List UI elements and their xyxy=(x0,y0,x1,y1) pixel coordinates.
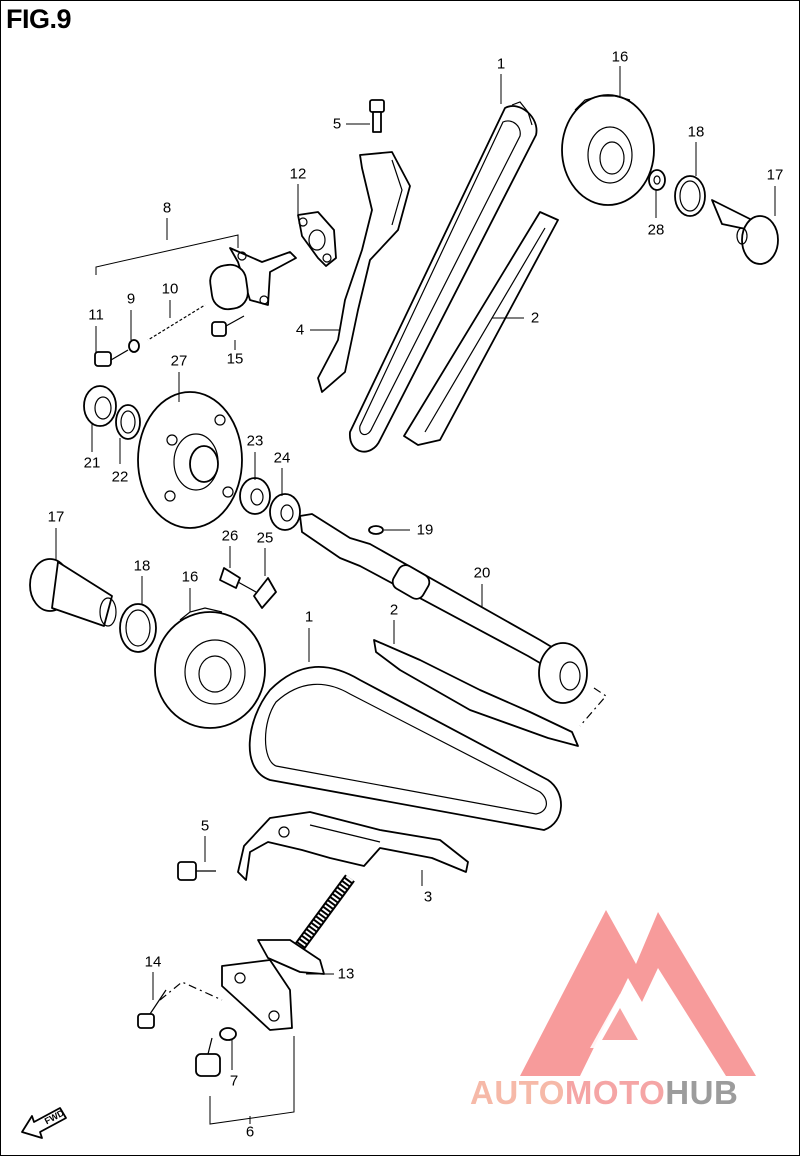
callout-washer-9: 9 xyxy=(126,290,136,308)
chain-guide-lower xyxy=(373,639,579,747)
callout-gasket-lower: 13 xyxy=(337,965,355,983)
tensioner-slipper-lower xyxy=(237,811,469,881)
leader-lines xyxy=(55,66,776,1070)
callout-chain-upper: 1 xyxy=(496,55,506,73)
screw-26 xyxy=(219,567,257,593)
cam-chain-lower xyxy=(248,665,562,831)
bolt-lower xyxy=(177,836,216,881)
callout-bolt-15: 15 xyxy=(226,350,244,368)
callout-adjuster-upper: 8 xyxy=(162,199,172,217)
callout-oring-lower: 18 xyxy=(133,557,151,575)
watermark-logo-icon xyxy=(520,910,756,1076)
callout-bolt-lower: 5 xyxy=(200,817,210,835)
callout-oring-upper: 18 xyxy=(687,123,705,141)
figure-title: FIG.9 xyxy=(6,4,72,34)
callout-washer-28: 28 xyxy=(647,221,665,239)
cam-chain-upper xyxy=(349,101,538,453)
bolt-11 xyxy=(94,349,129,367)
callout-bolt-14: 14 xyxy=(144,953,162,971)
shaft-center-line xyxy=(579,687,607,727)
bearing-24 xyxy=(269,493,301,531)
callout-bearing-23: 23 xyxy=(246,432,264,450)
tensioner-adjuster-lower xyxy=(221,959,293,1031)
callout-stopper: 25 xyxy=(256,529,274,547)
washer-28 xyxy=(648,169,666,191)
callout-seal: 21 xyxy=(83,454,101,472)
callout-slipper-lower: 3 xyxy=(423,888,433,906)
callout-bearing-24: 24 xyxy=(273,449,291,467)
washer-9 xyxy=(128,339,140,353)
cam-sprocket-upper xyxy=(561,94,655,206)
cam-cap-upper xyxy=(711,199,779,265)
bracket-6 xyxy=(209,1036,295,1125)
fwd-arrow-icon xyxy=(21,1107,67,1139)
callout-bolt-upper: 5 xyxy=(332,115,342,133)
callout-ring-22: 22 xyxy=(111,468,129,486)
tensioner-spring xyxy=(147,304,206,341)
bolt-upper xyxy=(346,99,385,133)
callout-bolt-11: 11 xyxy=(88,306,104,324)
callout-gasket: 12 xyxy=(289,165,307,183)
chain-guide-upper xyxy=(403,211,559,446)
bearing-23 xyxy=(239,477,271,515)
callout-sprocket-lower: 16 xyxy=(181,568,199,586)
stopper-25 xyxy=(253,577,277,609)
callout-sprocket-upper: 16 xyxy=(611,48,629,66)
callout-spring: 10 xyxy=(161,280,179,298)
idler-shaft xyxy=(299,513,588,704)
washer-7 xyxy=(219,1027,237,1041)
callout-key: 19 xyxy=(416,521,434,539)
bracket-8 xyxy=(95,234,239,275)
callout-slipper-upper: 4 xyxy=(295,321,305,339)
bolt-15 xyxy=(211,315,245,337)
key-19 xyxy=(368,525,384,535)
callout-adjuster-lower: 6 xyxy=(245,1123,255,1141)
idler-gear xyxy=(137,391,243,529)
ring-22 xyxy=(115,404,141,440)
cam-cap-lower xyxy=(29,558,117,627)
tensioner-rod-lower xyxy=(295,874,355,950)
callout-shaft: 20 xyxy=(473,564,491,582)
bolt-center-line xyxy=(159,981,223,1001)
callout-washer-7: 7 xyxy=(229,1072,239,1090)
watermark-text: AUTOMOTOHUB xyxy=(470,1074,739,1111)
callout-screw: 26 xyxy=(221,527,239,545)
callout-cap-upper: 17 xyxy=(766,166,784,184)
callout-guide-upper: 2 xyxy=(530,309,540,327)
callout-guide-lower: 2 xyxy=(389,601,399,619)
cam-sprocket-lower xyxy=(154,607,266,729)
tensioner-slipper-upper xyxy=(317,151,411,393)
tensioner-gasket xyxy=(297,211,337,267)
bolt-14 xyxy=(137,989,167,1029)
tensioner-adjuster-upper xyxy=(209,247,297,311)
callout-cap-lower: 17 xyxy=(47,508,65,526)
callout-idler-gear: 27 xyxy=(170,352,188,370)
plug-bolt xyxy=(195,1037,221,1077)
callout-chain-lower: 1 xyxy=(304,608,314,626)
